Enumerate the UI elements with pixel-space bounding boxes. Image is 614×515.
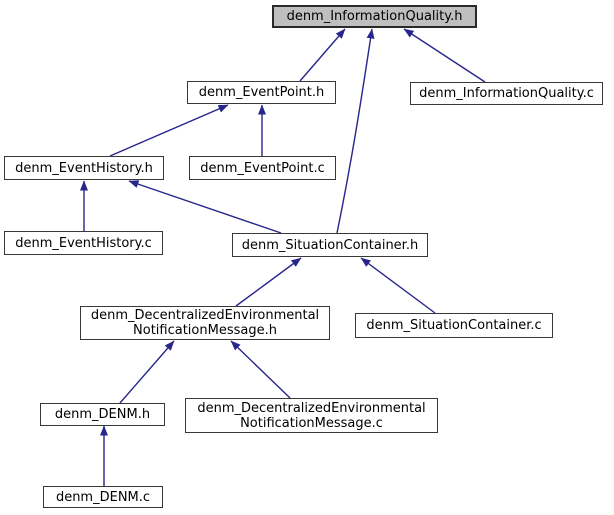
edge-denm_DecentralizedEnvironmentalNotificationMessage_c-to-denm_DecentralizedEnvironmentalNotificationMessage_h bbox=[230, 340, 291, 399]
edge-denm_DecentralizedEnvironmentalNotificationMessage_h-to-denm_SituationContainer_h bbox=[235, 257, 302, 307]
edge-denm_SituationContainer_c-to-denm_SituationContainer_h bbox=[360, 257, 436, 314]
graph-node-denm_SituationContainer_c[interactable]: denm_SituationContainer.c bbox=[355, 313, 553, 338]
graph-node-denm_SituationContainer_h[interactable]: denm_SituationContainer.h bbox=[232, 233, 428, 257]
graph-node-denm_EventHistory_h[interactable]: denm_EventHistory.h bbox=[4, 156, 164, 180]
graph-node-denm_EventPoint_c[interactable]: denm_EventPoint.c bbox=[189, 156, 336, 180]
graph-node-denm_DecentralizedEnvironmentalNotificationMessage_h[interactable]: denm_DecentralizedEnvironmental Notifica… bbox=[80, 306, 330, 340]
graph-node-denm_EventHistory_c[interactable]: denm_EventHistory.c bbox=[4, 231, 163, 255]
edge-denm_EventPoint_h-to-denm_InformationQuality_h bbox=[299, 28, 346, 82]
edge-denm_InformationQuality_c-to-denm_InformationQuality_h bbox=[403, 28, 486, 83]
edge-denm_EventHistory_h-to-denm_EventPoint_h bbox=[109, 104, 229, 157]
graph-node-denm_InformationQuality_h[interactable]: denm_InformationQuality.h bbox=[272, 5, 477, 28]
edge-denm_DENM_h-to-denm_DecentralizedEnvironmentalNotificationMessage_h bbox=[119, 340, 175, 404]
graph-node-denm_DENM_c[interactable]: denm_DENM.c bbox=[43, 486, 163, 508]
edge-denm_SituationContainer_h-to-denm_EventHistory_h bbox=[128, 180, 282, 234]
graph-node-denm_DecentralizedEnvironmentalNotificationMessage_c[interactable]: denm_DecentralizedEnvironmental Notifica… bbox=[185, 398, 438, 433]
graph-node-denm_EventPoint_h[interactable]: denm_EventPoint.h bbox=[187, 81, 336, 104]
graph-node-denm_InformationQuality_c[interactable]: denm_InformationQuality.c bbox=[410, 82, 603, 105]
edge-denm_SituationContainer_h-to-denm_InformationQuality_h bbox=[336, 28, 375, 234]
graph-node-denm_DENM_h[interactable]: denm_DENM.h bbox=[40, 403, 165, 426]
